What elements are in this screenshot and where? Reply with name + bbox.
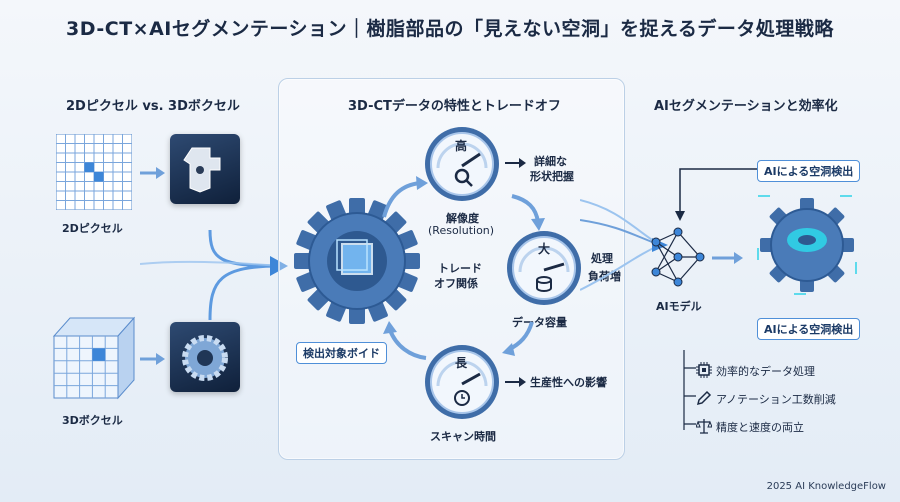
ai-detection-badge-bottom: AIによる空洞検出 (757, 318, 861, 340)
tradeoff-label-2: オフ関係 (434, 277, 478, 290)
tradeoff-label-1: トレード (438, 262, 482, 275)
resolution-gauge-icon (425, 127, 499, 201)
ai-model-label: AIモデル (656, 300, 702, 313)
resolution-sublabel: (Resolution) (428, 224, 495, 237)
bracket-line (683, 350, 696, 430)
cycle-arrow-icon (383, 321, 427, 360)
voxel-cube-icon (52, 316, 136, 400)
chip-icon (696, 362, 712, 378)
neural-network-icon (651, 227, 705, 287)
arrow-right-icon (140, 167, 165, 179)
resolution-effect-2: 形状把握 (530, 170, 574, 183)
scale-icon (696, 419, 712, 434)
capacity-glyph: 大 (538, 242, 551, 256)
feedback-arrow-icon (675, 168, 760, 221)
resolution-label: 解像度 (446, 212, 479, 225)
capacity-label: データ容量 (512, 316, 567, 329)
benefit-item-2: 精度と速度の両立 (716, 421, 804, 434)
resolution-glyph: 高 (455, 139, 468, 153)
ai-detection-badge-top: AIによる空洞検出 (757, 160, 861, 182)
pixel-grid-icon (56, 134, 132, 210)
target-void-badge: 検出対象ボイド (296, 342, 387, 364)
left-heading: 2Dピクセル vs. 3Dボクセル (66, 99, 240, 114)
benefit-item-0: 効率的なデータ処理 (716, 365, 815, 378)
gear-icon (294, 198, 420, 324)
detected-gear-icon (757, 195, 857, 295)
capacity-effect-1: 処理 (591, 252, 613, 265)
gear-voxel-image (170, 322, 240, 392)
scan-time-gauge-icon (425, 345, 499, 419)
page-title: 3D-CT×AIセグメンテーション｜樹脂部品の「見えない空洞」を捉えるデータ処理… (66, 18, 834, 40)
arrow-right-icon (140, 353, 165, 365)
arrow-right-icon (505, 158, 526, 168)
cycle-arrow-icon (502, 321, 534, 356)
benefit-item-1: アノテーション工数削減 (716, 393, 836, 406)
part-ct-slice-image (170, 134, 240, 204)
resolution-effect-1: 詳細な (534, 155, 567, 168)
data-capacity-gauge-icon (507, 231, 581, 305)
voxel-label: 3Dボクセル (62, 414, 123, 427)
footer-credit: 2025 AI KnowledgeFlow (766, 481, 886, 492)
arrow-right-icon (505, 377, 526, 387)
cycle-arrow-icon (382, 176, 428, 218)
right-heading: AIセグメンテーションと効率化 (654, 99, 838, 114)
pixel-label: 2Dピクセル (62, 222, 123, 235)
arrow-right-icon (712, 252, 743, 264)
pen-icon (696, 390, 712, 406)
scantime-effect: 生産性への影響 (530, 376, 607, 389)
scantime-glyph: 長 (455, 356, 468, 370)
cycle-arrow-icon (511, 194, 545, 231)
scantime-label: スキャン時間 (430, 430, 496, 443)
center-heading: 3D-CTデータの特性とトレードオフ (348, 99, 561, 114)
flow-arrow-icon (140, 229, 288, 321)
